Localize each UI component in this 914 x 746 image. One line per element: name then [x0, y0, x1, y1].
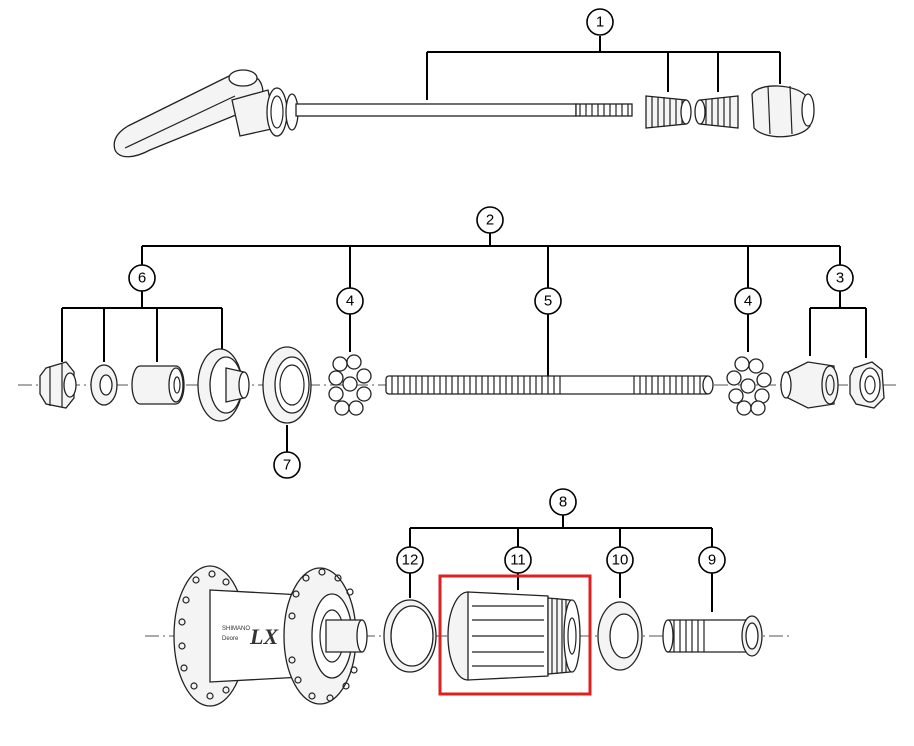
axle-assembly: 2 6 4 5 4 3 7	[18, 206, 900, 479]
callout-8: 8	[549, 488, 577, 516]
qr-rod	[295, 103, 577, 117]
quick-release-skewer: 1	[113, 8, 815, 158]
qr-spring-left	[645, 95, 692, 129]
callout-10: 10	[606, 546, 634, 574]
right-flange-spoke-holes	[288, 568, 358, 702]
qr-spring-right	[694, 95, 739, 129]
left-cone	[197, 348, 250, 422]
callout-6: 6	[128, 264, 156, 292]
dust-seal	[262, 346, 312, 424]
left-washer	[90, 364, 118, 406]
left-spacer	[131, 365, 185, 405]
freehub-fixing-bolt	[662, 615, 763, 657]
callout-11: 11	[504, 546, 532, 574]
right-ball-bearings	[726, 356, 772, 416]
callout-1: 1	[586, 8, 614, 36]
left-ball-bearings	[328, 354, 372, 416]
left-flange-spoke-holes	[178, 570, 230, 700]
callout-6-label: 6	[138, 270, 146, 287]
right-cone	[780, 361, 839, 409]
callout-4-right: 4	[734, 287, 762, 315]
callout-3: 3	[826, 264, 854, 292]
callout-7-label: 7	[283, 457, 291, 474]
freehub-washer	[597, 601, 643, 671]
callout-4-right-label: 4	[744, 293, 752, 310]
hub-axle	[385, 375, 714, 395]
callout-4-left-label: 4	[346, 293, 354, 310]
spacer-ring	[383, 599, 437, 673]
hub-body-assembly: SHIMANO Deore LX	[145, 488, 790, 707]
freehub-body	[447, 591, 581, 681]
right-lock-nut	[849, 361, 885, 409]
callout-2: 2	[476, 206, 504, 234]
callout-5-label: 5	[544, 293, 552, 310]
callout-2-label: 2	[486, 212, 494, 229]
callout-9: 9	[698, 546, 726, 574]
callout-1-label: 1	[596, 14, 604, 31]
callout-5: 5	[534, 287, 562, 315]
callout-12: 12	[396, 546, 424, 574]
hub-brand-series: Deore	[222, 636, 239, 642]
callout-11-label: 11	[510, 552, 526, 569]
qr-adjusting-nut	[751, 85, 815, 138]
callout-10-label: 10	[612, 552, 629, 569]
callout-7: 7	[273, 451, 301, 479]
callout-3-label: 3	[836, 270, 844, 287]
callout-4-left: 4	[336, 287, 364, 315]
callout-9-label: 9	[708, 552, 716, 569]
hub-body: SHIMANO Deore LX	[173, 565, 368, 707]
hub-brand-maker: SHIMANO	[222, 626, 250, 632]
left-lock-nut	[39, 361, 77, 409]
callout-12-label: 12	[402, 552, 419, 569]
freehub-highlight-box	[438, 574, 592, 696]
qr-rod-thread	[575, 103, 633, 117]
hub-brand-model: LX	[249, 624, 279, 649]
callout-8-label: 8	[559, 494, 567, 511]
